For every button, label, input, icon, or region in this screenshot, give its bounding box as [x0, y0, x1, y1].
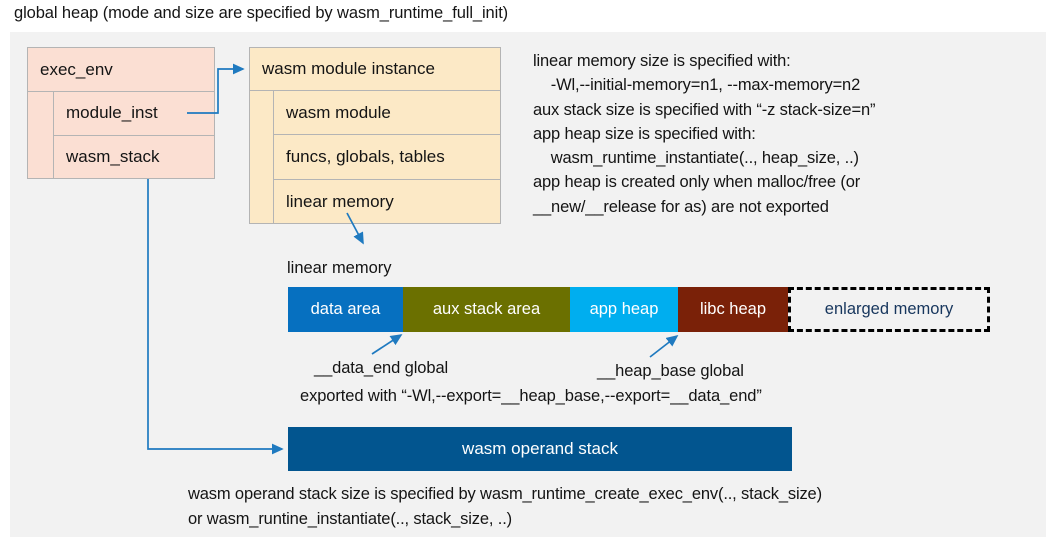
operand-stack-note: wasm operand stack size is specified by …	[188, 485, 822, 528]
wasm-module-instance-gutter	[250, 91, 274, 224]
wasm-module-instance-box: wasm module instance wasm module funcs, …	[249, 47, 501, 224]
wasm-module-instance-header: wasm module instance	[250, 48, 500, 91]
annotation-heap-base: __heap_base global	[597, 362, 744, 380]
exec-env-box: exec_env module_inst wasm_stack	[27, 47, 215, 179]
exec-env-fields: module_inst wasm_stack	[28, 92, 214, 179]
wmi-field-funcs-globals-tables: funcs, globals, tables	[274, 135, 500, 180]
wasm-operand-stack-bar: wasm operand stack	[288, 427, 792, 471]
memory-segment-libc-heap: libc heap	[678, 287, 788, 332]
memory-segment-data-area: data area	[288, 287, 403, 332]
exec-env-header: exec_env	[28, 48, 214, 92]
memory-segment-app-heap: app heap	[570, 287, 678, 332]
annotation-data-end: __data_end global	[314, 359, 449, 377]
exec-env-field-wasm-stack: wasm_stack	[66, 147, 160, 167]
memory-segment-aux-stack-area: aux stack area	[403, 287, 570, 332]
memory-segment-enlarged-memory: enlarged memory	[788, 287, 990, 332]
wmi-field-wasm-module: wasm module	[274, 91, 500, 136]
memory-size-notes: linear memory size is specified with: -W…	[533, 52, 876, 216]
page-title: global heap (mode and size are specified…	[14, 4, 509, 22]
exec-env-gutter	[28, 92, 54, 179]
linear-memory-label: linear memory	[287, 259, 392, 277]
wmi-field-linear-memory: linear memory	[286, 191, 394, 211]
exec-env-field-module-inst: module_inst	[54, 92, 214, 136]
wasm-module-instance-fields: wasm module funcs, globals, tables linea…	[250, 91, 500, 224]
annotation-exported-with: exported with “-Wl,--export=__heap_base,…	[300, 387, 762, 405]
